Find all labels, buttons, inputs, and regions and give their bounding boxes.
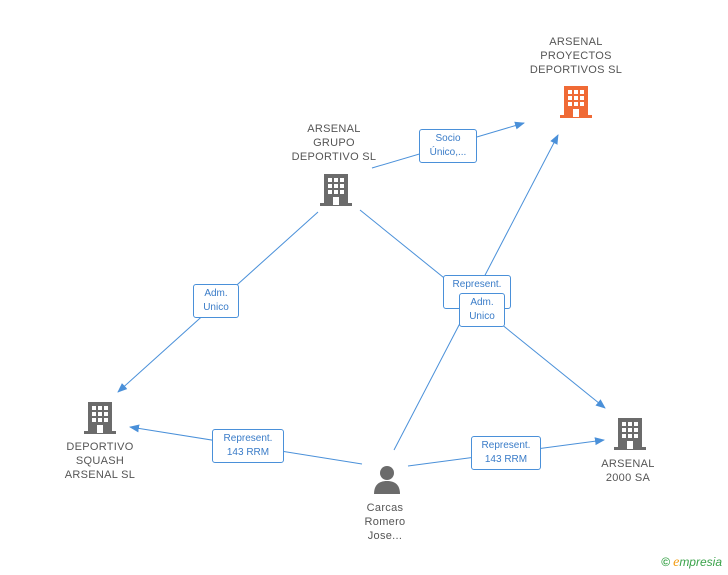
brand-name: mpresia — [679, 555, 722, 569]
edge-label-adm-left[interactable]: Adm. Unico — [193, 284, 239, 318]
node-label-person: Carcas Romero Jose... — [364, 502, 406, 542]
node-label-proyectos: ARSENAL PROYECTOS DEPORTIVOS SL — [529, 36, 623, 76]
person-icon[interactable] — [372, 464, 402, 494]
node-label-a2000: ARSENAL 2000 SA — [601, 458, 655, 484]
edge-label-represent-left[interactable]: Represent. 143 RRM — [212, 429, 284, 463]
building-icon[interactable] — [320, 172, 352, 208]
building-icon[interactable] — [84, 400, 116, 436]
node-label-grupo: ARSENAL GRUPO DEPORTIVO SL — [291, 123, 377, 163]
edge-label-adm-center[interactable]: Adm. Unico — [459, 293, 505, 327]
building-icon[interactable] — [560, 84, 592, 120]
copyright-icon: © — [661, 555, 671, 569]
brand-logo: ©empresia — [661, 555, 722, 571]
edge-label-socio[interactable]: Socio Único,... — [419, 129, 477, 163]
node-label-squash: DEPORTIVO SQUASH ARSENAL SL — [64, 441, 136, 481]
brand-e: e — [673, 555, 680, 570]
building-icon[interactable] — [614, 416, 646, 452]
edge-label-represent-right[interactable]: Represent. 143 RRM — [471, 436, 541, 470]
